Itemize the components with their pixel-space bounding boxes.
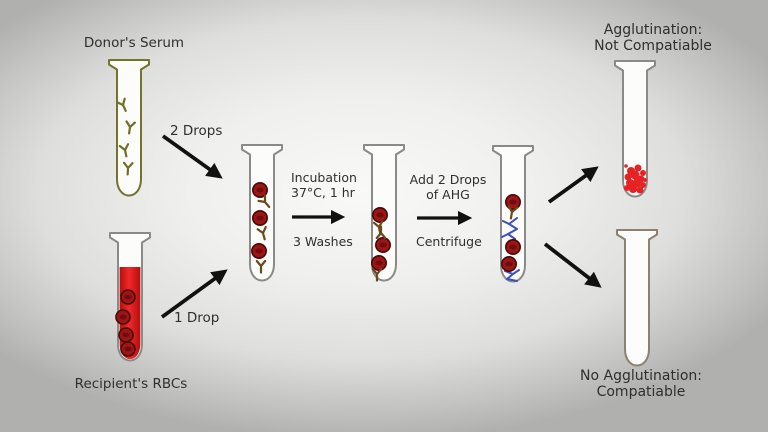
antibody-icon <box>115 97 136 176</box>
no-agglutination-line1: No Agglutination: <box>580 368 702 384</box>
mix-tube <box>241 144 283 282</box>
no-agglutination-line2: Compatiable <box>596 384 686 400</box>
add-ahg-line2: of AHG <box>426 186 470 202</box>
washed-tube <box>363 144 405 282</box>
antibody-icon <box>255 194 271 274</box>
agglutination-line1: Agglutination: <box>603 22 703 38</box>
donor-serum-label: Donor's Serum <box>83 35 185 51</box>
incubation-arrow <box>292 209 346 225</box>
rbc-cell-icon <box>115 289 136 357</box>
no-agglutination-label: No Agglutination: Compatiable <box>580 368 702 400</box>
rbc-cell-icon <box>251 243 267 259</box>
centrifuge-label: Centrifuge <box>416 234 482 249</box>
compatible-arrow <box>543 242 602 288</box>
donor-serum-tube <box>108 59 150 197</box>
agglutinated-cells-icon <box>624 164 647 194</box>
agglutination-label: Agglutination: Not Compatiable <box>594 22 712 54</box>
agglutination-arrow <box>547 166 599 204</box>
incubation-label: Incubation 37°C, 1 hr <box>291 170 357 200</box>
recipient-rbcs-label: Recipient's RBCs <box>74 376 188 392</box>
ahg-tube <box>492 145 534 283</box>
incubation-line1: Incubation <box>291 170 357 185</box>
add-ahg-line1: Add 2 Drops <box>409 172 487 187</box>
rbc-cell-icon <box>252 210 268 226</box>
rbc-cell-icon <box>505 239 521 255</box>
washes-label: 3 Washes <box>293 234 353 249</box>
antibody-icon <box>507 205 519 220</box>
incubation-line2: 37°C, 1 hr <box>291 184 355 200</box>
rbc-cell-icon <box>501 256 517 272</box>
add-ahg-label: Add 2 Drops of AHG <box>409 172 487 202</box>
rbc-cell-icon <box>252 182 268 198</box>
one-drop-label: 1 Drop <box>174 310 220 326</box>
two-drops-arrow <box>161 134 223 179</box>
one-drop-arrow <box>160 269 228 319</box>
compatible-tube <box>616 229 658 367</box>
agglutination-tube <box>614 60 656 198</box>
rbc-cell-icon <box>375 237 391 253</box>
ahg-molecule-icon <box>501 217 520 282</box>
agglutination-line2: Not Compatiable <box>594 38 712 54</box>
antibody-icon <box>371 220 387 282</box>
rbc-cell-icon <box>372 207 388 223</box>
rbc-cell-icon <box>371 255 387 271</box>
centrifuge-arrow <box>417 210 473 226</box>
two-drops-label: 2 Drops <box>170 123 223 139</box>
recipient-rbcs-tube <box>109 232 151 362</box>
